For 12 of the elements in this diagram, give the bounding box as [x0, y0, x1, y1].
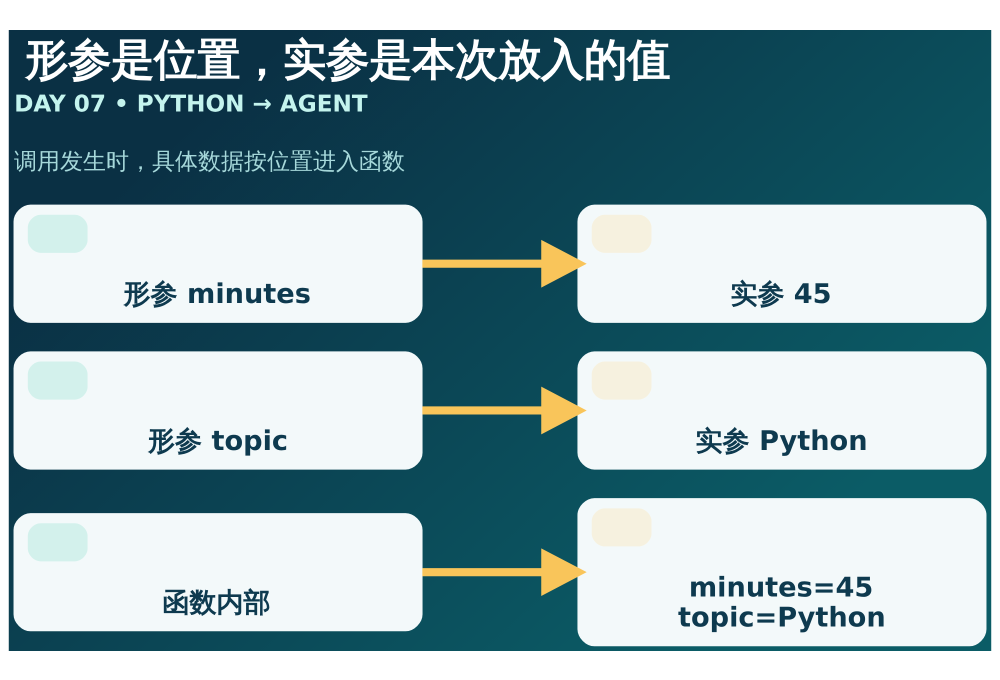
node-box: minutes=45 topic=Python — [577, 498, 986, 646]
label: DAY 07 • PYTHON → AGENT — [14, 91, 368, 118]
diagram-title: 形参是位置，实参是本次放入的值 — [25, 34, 670, 85]
node-box: 形参 minutes — [14, 204, 423, 322]
node-box: 实参 45 — [577, 204, 986, 322]
node-box: 形参 topic — [14, 350, 423, 470]
node-box: 实参 Python — [577, 350, 986, 470]
label: 调用发生时，具体数据按位置进入函数 — [14, 148, 406, 174]
arrow — [422, 548, 587, 596]
arrow — [422, 386, 587, 434]
arrow — [422, 239, 587, 288]
node-box: 函数内部 — [14, 512, 423, 631]
